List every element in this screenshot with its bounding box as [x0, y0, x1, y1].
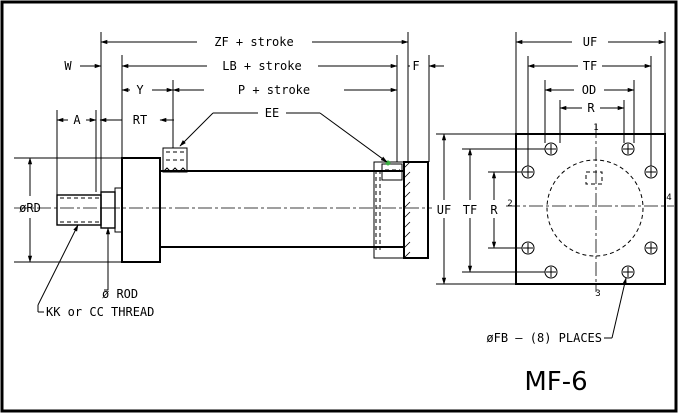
label-pos2: 2 [507, 199, 512, 209]
pilot-diameter [546, 159, 644, 257]
label-rod: ø ROD [102, 287, 138, 301]
label-od: OD [582, 83, 596, 97]
port-ee-left [162, 147, 188, 173]
bolt-hole [544, 142, 558, 156]
label-r-side: R [490, 203, 498, 217]
label-pos1: 1 [593, 123, 598, 133]
mounting-flange [403, 161, 429, 259]
label-lb: LB + stroke [222, 59, 301, 73]
bolt-hole [521, 241, 535, 255]
label-p: P + stroke [238, 83, 310, 97]
end-view: 1 2 3 4 UF [436, 32, 674, 345]
cap-tie-rod-nuts [375, 170, 381, 250]
side-view: ZF + stroke LB + stroke W F Y P + stroke… [14, 32, 444, 319]
label-pos4: 4 [666, 193, 671, 203]
label-y: Y [136, 83, 144, 97]
bolt-hole [644, 165, 658, 179]
label-a: A [73, 113, 81, 127]
bolt-hole [544, 265, 558, 279]
label-uf-top: UF [583, 35, 597, 49]
flange-weld [403, 161, 411, 259]
label-rd: øRD [19, 201, 41, 215]
drawing-title: MF-6 [524, 367, 587, 397]
bolt-hole [521, 165, 535, 179]
label-r-top: R [587, 101, 595, 115]
cap-end [373, 161, 405, 259]
rod-flats [100, 191, 116, 229]
label-thread: KK or CC THREAD [46, 305, 154, 319]
label-rt: RT [133, 113, 147, 127]
bolt-hole [621, 142, 635, 156]
head-end-cap [121, 157, 161, 263]
rod-thread [56, 194, 102, 226]
bolt-holes [521, 142, 658, 279]
label-f: F [412, 59, 419, 73]
bolt-hole [621, 265, 635, 279]
label-pos3: 3 [595, 289, 600, 299]
flange-square [515, 133, 666, 285]
label-fb: øFB – (8) PLACES [486, 331, 602, 345]
bolt-hole [644, 241, 658, 255]
label-w: W [64, 59, 72, 73]
label-ee: EE [265, 106, 279, 120]
label-tf-top: TF [583, 59, 597, 73]
label-uf-side: UF [437, 203, 451, 217]
label-tf-side: TF [463, 203, 477, 217]
label-zf: ZF + stroke [214, 35, 293, 49]
port-ee-right [381, 163, 403, 181]
